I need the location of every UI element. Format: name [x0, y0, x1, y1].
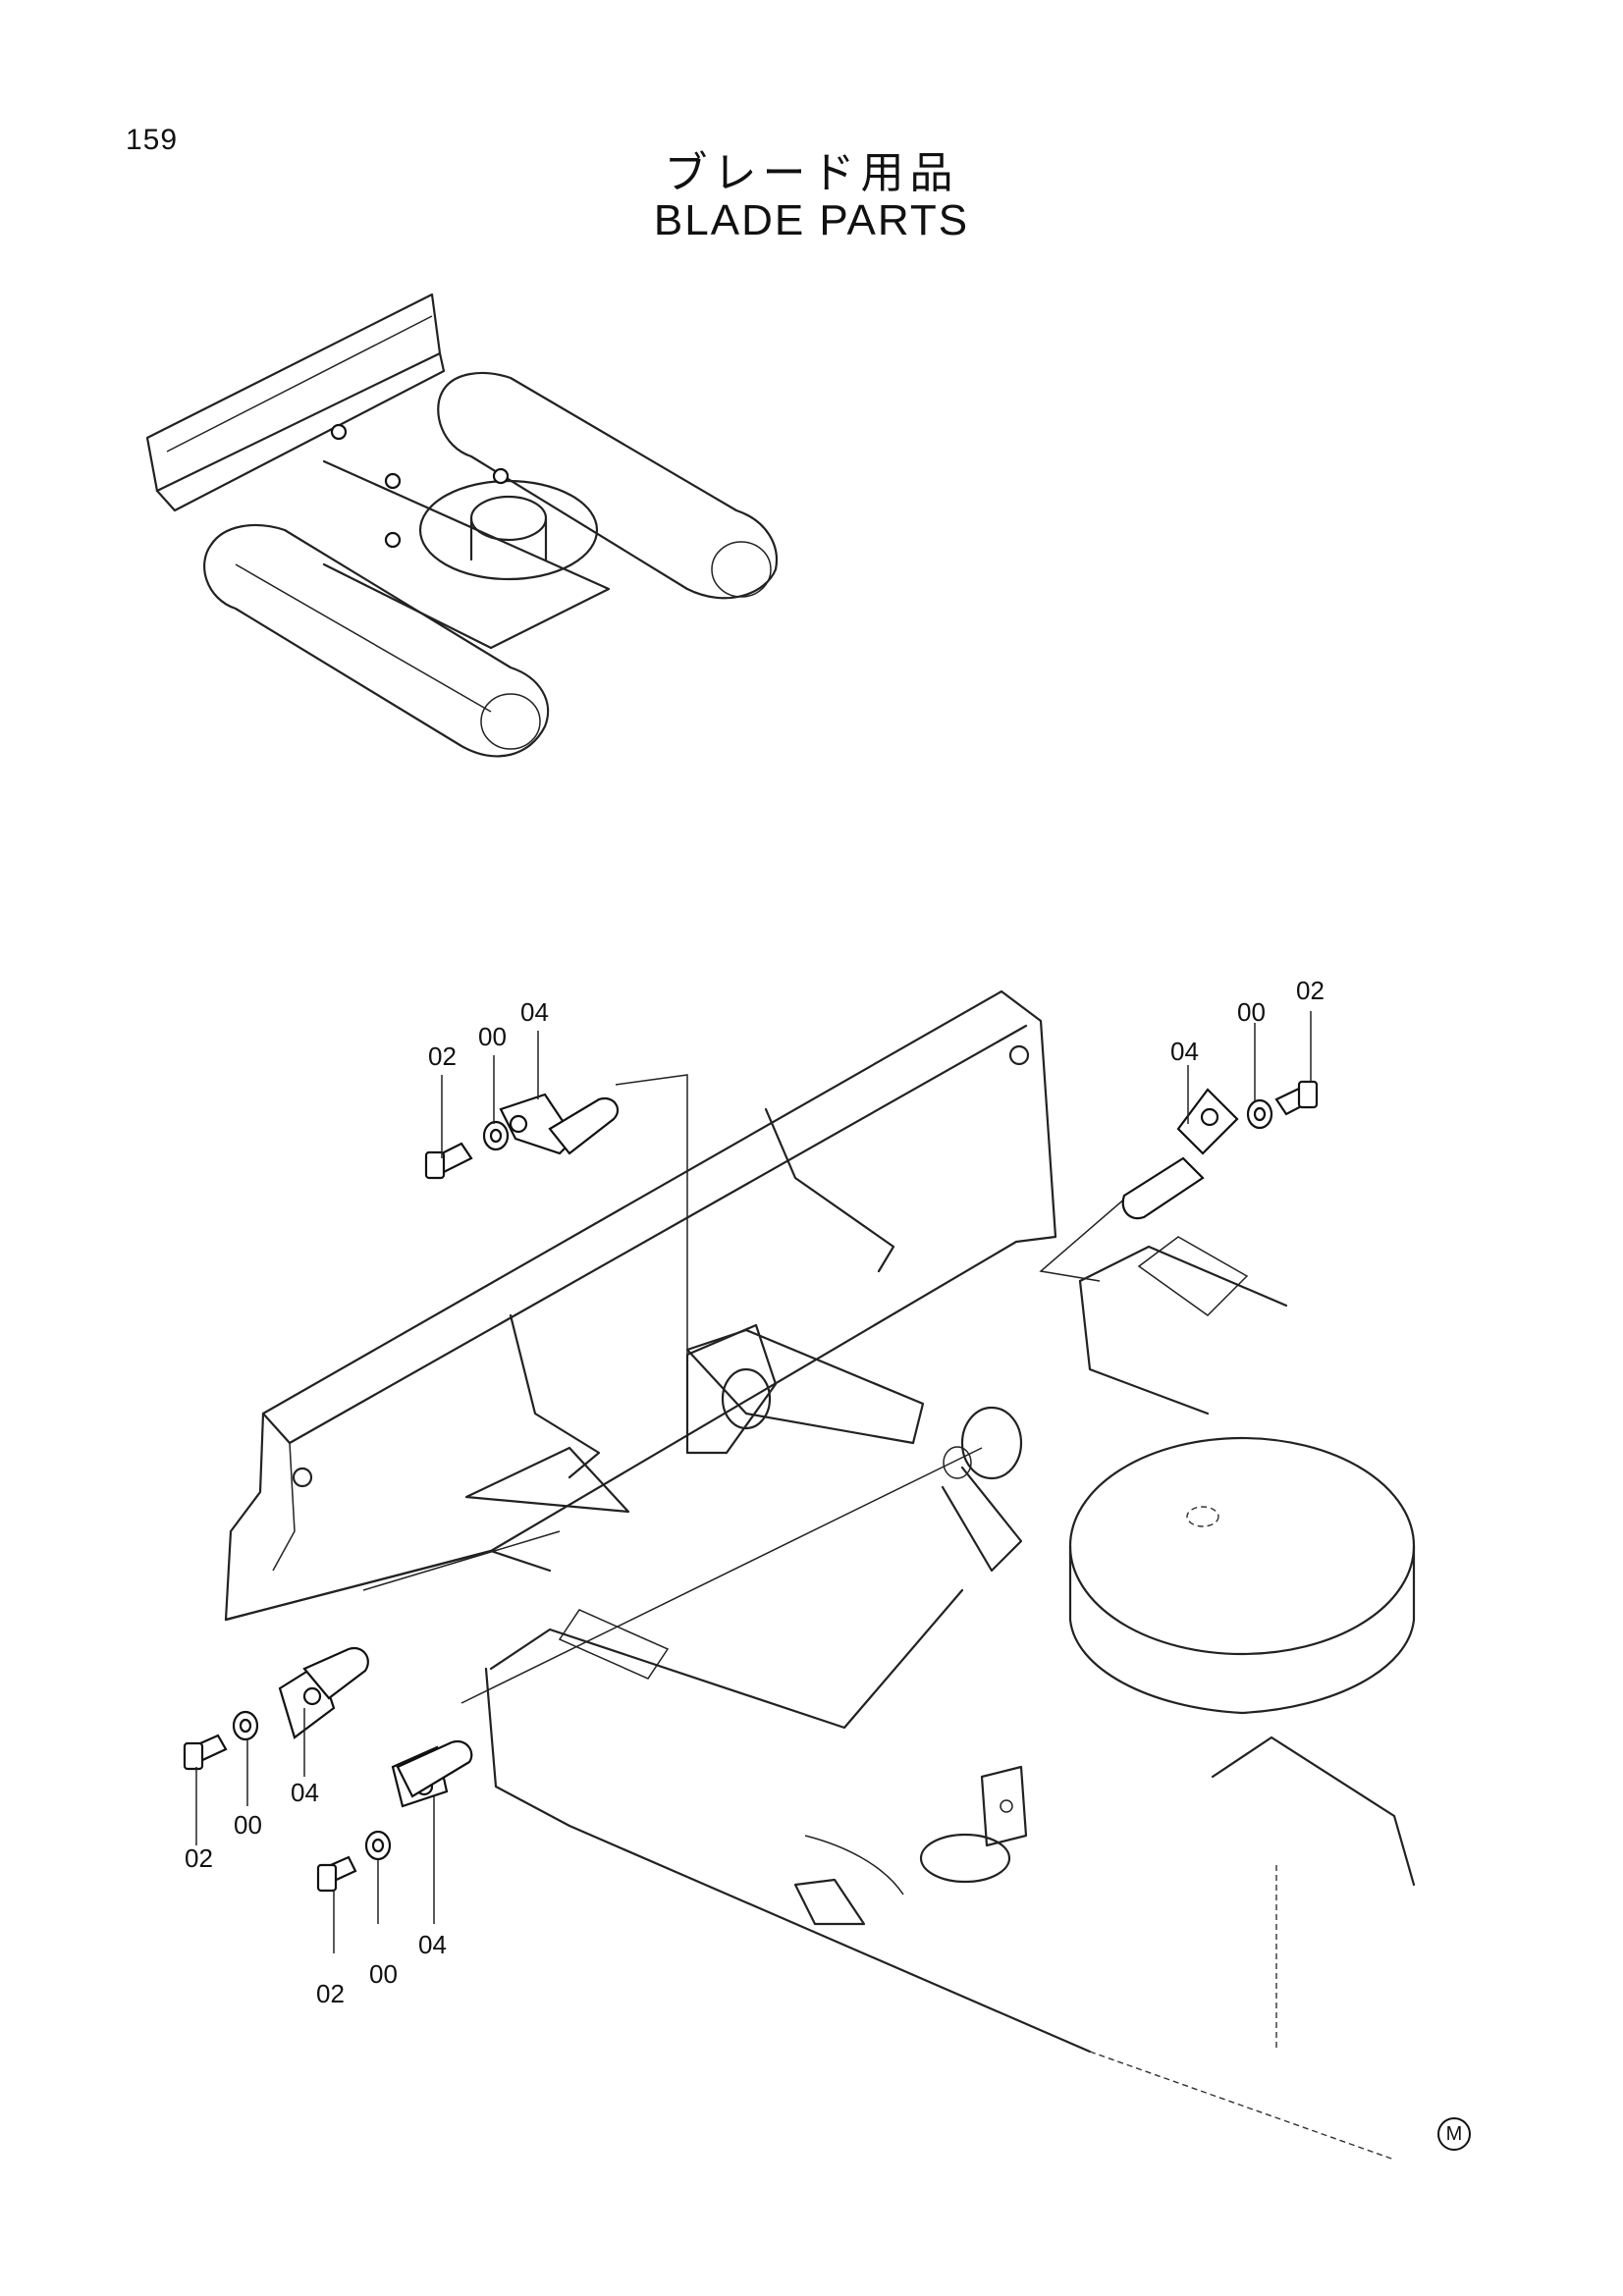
page-title-english: BLADE PARTS — [653, 196, 970, 244]
part-set-top-right — [1121, 1080, 1319, 1220]
callout-label: 00 — [369, 1959, 398, 1989]
callout-label: 02 — [1296, 976, 1325, 1005]
callout-leaders — [195, 1011, 1312, 1953]
circled-m-mark: M — [1437, 2117, 1471, 2151]
page-number: 159 — [126, 124, 179, 156]
overview-undercarriage — [145, 293, 779, 758]
callout-label: 02 — [316, 1979, 345, 2008]
callout-label: 04 — [418, 1930, 447, 1959]
part-set-bottom-left — [183, 1646, 369, 1771]
callout-label: 00 — [1237, 997, 1266, 1027]
callout-label: 02 — [185, 1843, 213, 1873]
callout-label: 04 — [1170, 1037, 1199, 1066]
callout-label: 02 — [428, 1041, 457, 1071]
callout-label: 00 — [234, 1810, 262, 1840]
part-set-top-left — [424, 1093, 620, 1180]
page-title-japanese: ブレード用品 — [664, 148, 959, 198]
callout-label: 00 — [478, 1022, 507, 1051]
main-blade-drawing — [224, 989, 1416, 2161]
part-set-bottom-mid — [316, 1739, 473, 1893]
callout-label: 04 — [520, 997, 549, 1027]
callout-label: 04 — [291, 1778, 319, 1807]
